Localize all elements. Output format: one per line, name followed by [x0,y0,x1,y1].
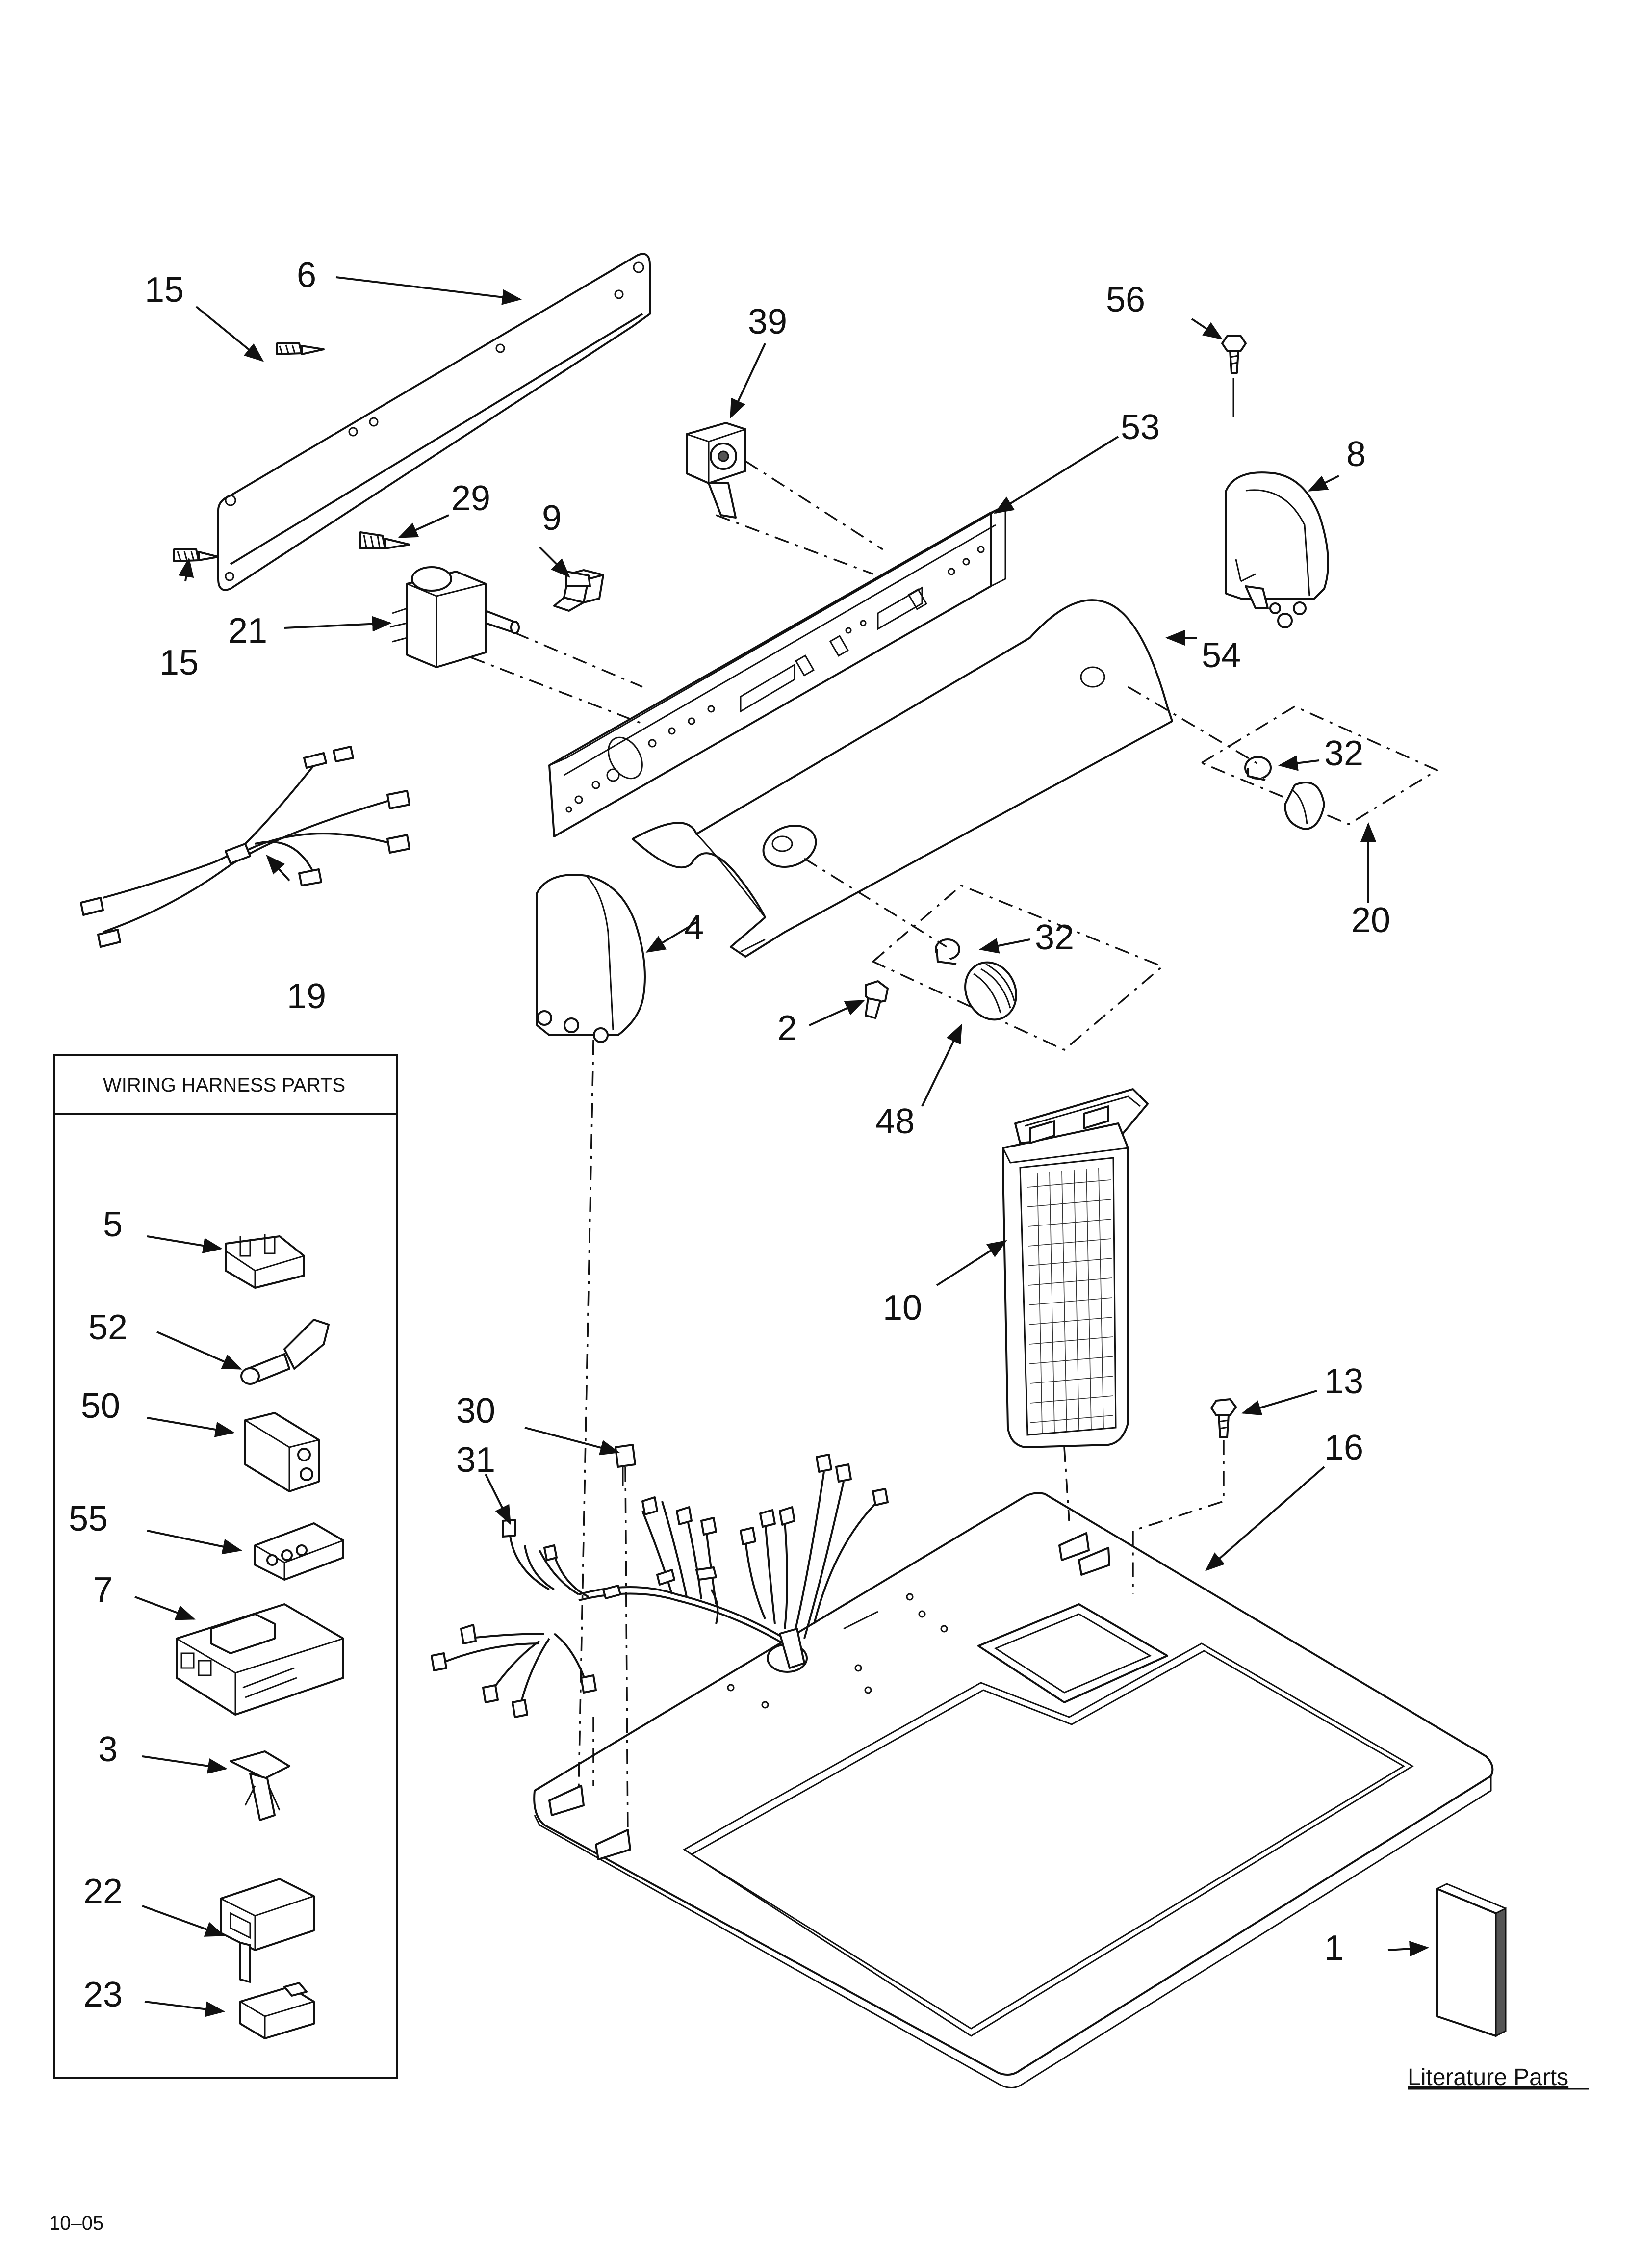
callout-30: 30 [456,1391,495,1431]
screw-part-9 [565,571,591,587]
control-panel-part-53 [548,504,1006,837]
callout-56: 56 [1106,280,1145,319]
wiring-box-title: WIRING HARNESS PARTS [103,1074,345,1096]
connection-lines [470,460,1261,1835]
callout-31: 31 [456,1440,495,1480]
screw-part-29 [359,531,410,549]
callout-20: 20 [1351,901,1390,940]
knob-group-20 [1200,705,1439,830]
wiring-harness-part-31 [431,1454,889,1718]
terminal-part-52 [240,1319,330,1385]
clip-part-30 [615,1444,636,1486]
callout-8: 8 [1346,435,1366,474]
callout-23: 23 [83,1975,123,2014]
connector-part-5 [225,1234,305,1289]
wire-harness-part-19 [80,746,410,948]
literature-booklet-part-1 [1436,1883,1507,2037]
screw-part-15-bottom [173,548,219,562]
connector-part-50 [244,1412,320,1492]
callout-48: 48 [875,1102,915,1141]
callout-22: 22 [83,1872,123,1911]
callout-6: 6 [297,256,316,295]
knob-group-48 [871,884,1164,1051]
connector-part-55 [254,1522,344,1581]
screw-part-56 [1221,335,1247,417]
callout-39: 39 [748,302,787,341]
callout-3: 3 [98,1730,118,1769]
timer-part-21 [389,566,520,668]
console-part-54 [632,599,1173,958]
callout-53: 53 [1121,408,1160,447]
connector-part-22 [220,1878,315,1983]
callout-labels: 15 6 39 56 53 8 29 9 21 15 54 32 20 4 32… [49,256,1589,2234]
callout-32-upper: 32 [1324,734,1363,773]
footer-code: 10–05 [49,2213,103,2234]
callout-15-bottom: 15 [159,643,199,682]
callout-4: 4 [684,908,704,947]
lint-screen-part-10 [1002,1088,1149,1448]
end-cap-right-part-8 [1225,471,1329,628]
callout-2: 2 [777,1009,797,1048]
literature-parts-label: Literature Parts [1408,2064,1568,2090]
screw-part-2 [865,980,889,1019]
callout-19: 19 [287,977,326,1016]
screw-part-13 [1210,1398,1237,1438]
callout-21: 21 [228,611,267,651]
screw-part-15-top [276,342,325,355]
callout-50: 50 [81,1386,120,1426]
callout-55: 55 [69,1499,108,1538]
callout-32-lower: 32 [1035,918,1074,957]
block-part-7 [176,1603,344,1716]
rear-bracket-part-6 [217,253,651,591]
callout-54: 54 [1202,636,1241,675]
clip-part-3 [230,1750,290,1821]
leader-arrows [134,276,1429,2017]
callout-1: 1 [1324,1929,1344,1968]
end-cap-left-part-4 [536,874,646,1043]
wiring-harness-parts-box [53,1054,398,2079]
callout-16: 16 [1324,1428,1363,1467]
callout-9: 9 [542,498,562,538]
connector-part-23 [239,1982,315,2039]
callout-29: 29 [451,479,490,518]
callout-7: 7 [93,1570,113,1610]
callout-15-top: 15 [145,270,184,310]
callout-5: 5 [103,1205,123,1244]
callout-10: 10 [883,1288,922,1328]
callout-13: 13 [1324,1362,1363,1401]
top-panel-part-16 [533,1492,1494,2088]
callout-52: 52 [88,1308,128,1347]
switch-part-39 [686,422,746,519]
